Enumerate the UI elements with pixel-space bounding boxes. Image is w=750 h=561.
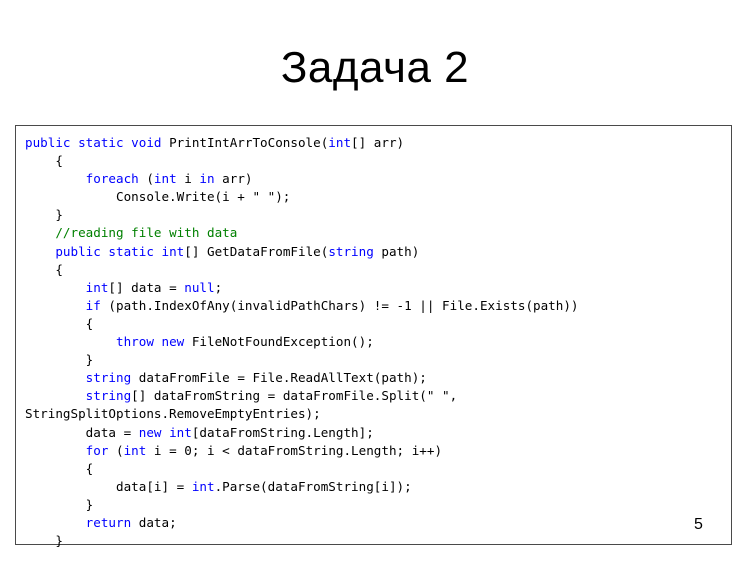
code-line: int[] data = null; [25,279,579,297]
code-line: Console.Write(i + " "); [25,188,579,206]
code-text [25,388,86,403]
code-line: { [25,261,579,279]
code-keyword: foreach [85,171,139,187]
code-text: [dataFromString.Length]; [191,424,374,440]
code-line: { [25,152,579,170]
code-text: path) [373,243,420,259]
code-keyword: string [328,243,374,259]
code-line: { [25,315,579,333]
code-text: FileNotFoundException(); [184,334,374,350]
code-text [25,171,86,186]
code-keyword: int [328,135,352,150]
code-keyword: public static void [25,135,162,150]
code-text: } [25,352,94,368]
code-keyword: string [85,370,132,386]
code-text: data; [131,514,177,530]
code-text: { [25,153,63,169]
code-line: throw new FileNotFoundException(); [25,333,579,351]
code-line: public static void PrintIntArrToConsole(… [25,134,579,152]
code-keyword: in [199,171,215,187]
code-line: StringSplitOptions.RemoveEmptyEntries); [25,405,579,423]
code-line: string[] dataFromString = dataFromFile.S… [25,387,579,405]
code-line: } [25,351,579,369]
code-text [25,515,86,530]
code-line: } [25,532,579,550]
code-line: } [25,206,579,224]
code-keyword: string [85,388,132,404]
code-keyword: int [123,442,147,458]
code-text: [] GetDataFromFile( [184,243,329,259]
code-text: i [176,171,200,187]
code-keyword: int [191,478,215,494]
code-text: ( [138,171,154,187]
code-text: [] arr) [351,135,405,150]
code-line: { [25,460,579,478]
code-text: PrintIntArrToConsole( [161,135,329,150]
code-keyword: return [85,514,132,530]
code-line: string dataFromFile = File.ReadAllText(p… [25,369,579,387]
code-text [25,443,86,458]
code-text [25,370,86,385]
code-line: public static int[] GetDataFromFile(stri… [25,243,579,261]
code-line: return data; [25,514,579,532]
code-text [25,225,55,240]
code-comment: //reading file with data [55,225,238,241]
code-text: ( [108,442,124,458]
code-keyword: for [85,442,109,458]
code-line: for (int i = 0; i < dataFromString.Lengt… [25,442,579,460]
code-text [25,280,86,295]
code-text: i = 0; i < dataFromString.Length; i++) [146,442,443,458]
code-text: } [25,533,63,549]
code-text: Console.Write(i + " "); [25,189,291,205]
code-text: { [25,460,94,476]
code-keyword: int [153,171,177,187]
code-text: data[i] = [25,478,192,494]
code-text: } [25,496,94,512]
code-text: [] data = [108,279,185,295]
code-keyword: int [85,279,109,295]
code-line: if (path.IndexOfAny(invalidPathChars) !=… [25,297,579,315]
code-text: (path.IndexOfAny(invalidPathChars) != -1… [100,297,579,313]
code-text: [] dataFromString = dataFromFile.Split("… [131,388,458,404]
code-text: { [25,315,94,331]
code-text: StringSplitOptions.RemoveEmptyEntries); [25,406,321,422]
code-text: dataFromFile = File.ReadAllText(path); [131,370,427,386]
code-text [25,298,86,313]
code-line: foreach (int i in arr) [25,170,579,188]
code-text: ; [214,279,223,295]
code-line: data = new int[dataFromString.Length]; [25,424,579,442]
code-text: { [25,261,63,277]
code-text: arr) [214,171,253,187]
code-keyword: null [184,279,215,295]
page-number: 5 [694,516,703,533]
slide-title: Задача 2 [280,43,470,92]
code-text [25,244,55,259]
code-line: } [25,496,579,514]
code-line: //reading file with data [25,224,579,242]
code-text: data = [25,424,139,440]
code-keyword: throw new [116,334,185,350]
code-keyword: if [85,297,101,313]
code-text: .Parse(dataFromString[i]); [214,478,412,494]
code-text: } [25,207,63,223]
code-text [25,334,116,349]
code-listing: public static void PrintIntArrToConsole(… [25,134,579,550]
code-keyword: public static int [55,243,185,259]
code-line: data[i] = int.Parse(dataFromString[i]); [25,478,579,496]
code-keyword: new int [138,424,192,440]
code-box: public static void PrintIntArrToConsole(… [15,125,732,548]
